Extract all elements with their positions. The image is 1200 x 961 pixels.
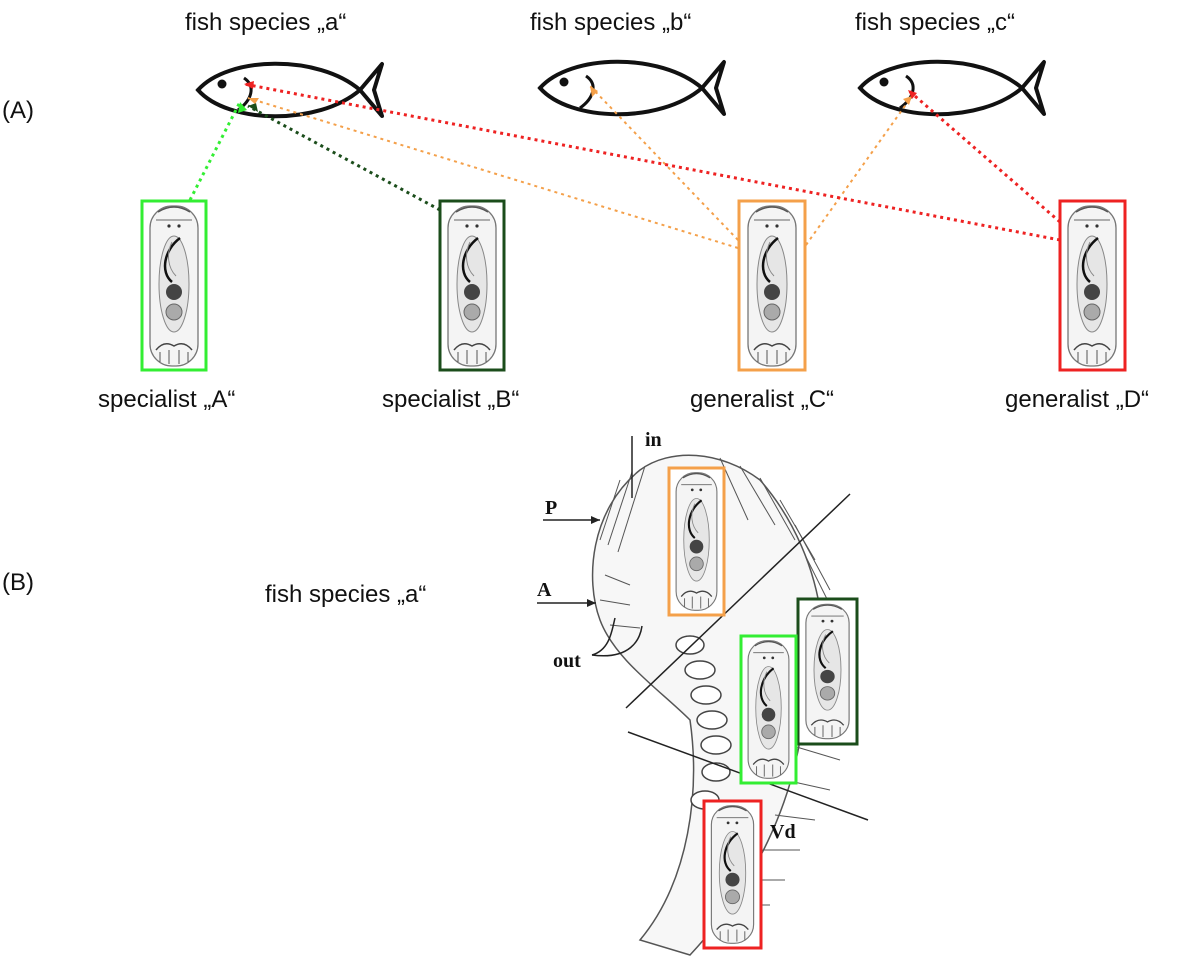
gill-label-vd: Vd — [770, 821, 796, 843]
link-C-c — [805, 95, 913, 246]
specialist-b-label: specialist „B“ — [382, 386, 519, 413]
link-C-a — [247, 97, 739, 249]
panel-b-label: (B) — [2, 569, 34, 596]
panel-b-generalist-d-worm — [710, 804, 755, 945]
fish-b-icon — [538, 59, 726, 117]
gill-label-a: A — [537, 579, 552, 601]
generalist-c-label: generalist „C“ — [690, 386, 834, 413]
specialist-a-label: specialist „A“ — [98, 386, 235, 413]
gill-label-out: out — [553, 650, 581, 672]
fish-c-icon — [858, 59, 1046, 117]
link-D-a — [243, 82, 1061, 242]
panel-a-label: (A) — [2, 97, 34, 124]
gill-label-in: in — [645, 429, 662, 451]
fish-c-label: fish species „c“ — [855, 9, 1015, 36]
panel-b-generalist-c-worm — [675, 471, 718, 612]
fish-a-icon — [196, 61, 384, 119]
arrowheads — [238, 81, 917, 113]
gill-arch-illustration — [537, 436, 869, 956]
specialist-a-worm — [148, 204, 200, 368]
link-B-a — [247, 104, 441, 212]
generalist-d-worm — [1066, 204, 1118, 368]
panel-b-specialist-a-worm — [747, 639, 790, 780]
link-C-b — [589, 85, 739, 241]
link-D-c — [907, 88, 1061, 224]
specialist-b-worm — [446, 204, 498, 368]
panel-b-specialist-b-worm — [804, 603, 851, 740]
host-links — [188, 82, 1061, 249]
link-A-a — [188, 101, 242, 201]
generalist-d-label: generalist „D“ — [1005, 386, 1149, 413]
gill-label-p: P — [545, 497, 557, 519]
panel-b-fish-label: fish species „a“ — [265, 581, 426, 608]
fish-a-label: fish species „a“ — [185, 9, 346, 36]
fish-b-label: fish species „b“ — [530, 9, 691, 36]
generalist-c-worm — [746, 204, 798, 368]
